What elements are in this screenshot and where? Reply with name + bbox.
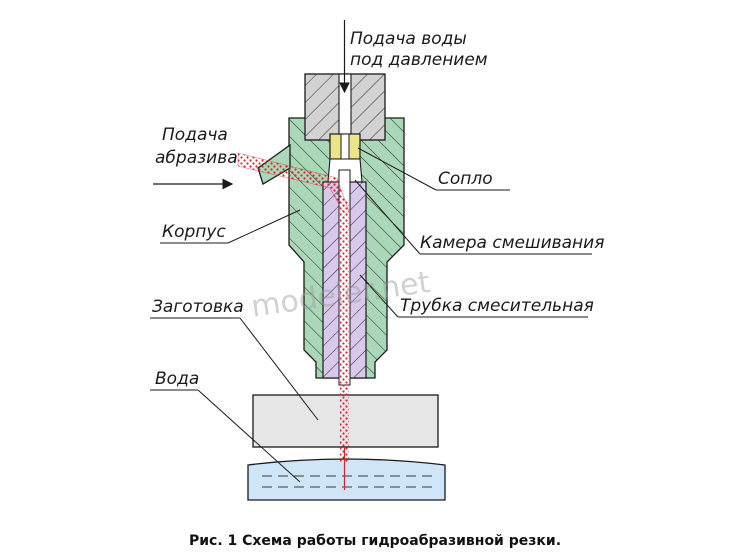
leader-nozzle-diag (357, 147, 437, 191)
leader-mixing-chamber-diag (354, 179, 421, 255)
nozzle (329, 133, 361, 160)
abrasive-stream (237, 152, 350, 490)
label-workpiece: Заготовка (152, 297, 244, 317)
leader-workpiece-diag (239, 317, 319, 421)
label-water: Вода (155, 369, 199, 389)
figure-caption: Рис. 1 Схема работы гидроабразивной резк… (188, 533, 562, 549)
leader-body-diag (227, 209, 301, 244)
label-abrasive-2: абразива (155, 148, 238, 168)
label-abrasive-1: Подача (162, 125, 228, 145)
label-mixing-chamber: Камера смешивания (420, 233, 604, 253)
label-water-supply-1: Подача воды (350, 29, 467, 49)
label-mixing-tube: Трубка смесительная (400, 296, 594, 316)
label-nozzle: Сопло (438, 169, 493, 189)
leader-mixing-tube-diag (359, 274, 399, 318)
leader-water-diag (197, 389, 301, 483)
leader-lines (150, 147, 592, 483)
label-water-supply-2: под давлением (350, 50, 488, 70)
water-bath (247, 458, 446, 501)
labels: Подача воды под давлением Подача абразив… (152, 29, 604, 389)
label-body: Корпус (162, 222, 226, 242)
